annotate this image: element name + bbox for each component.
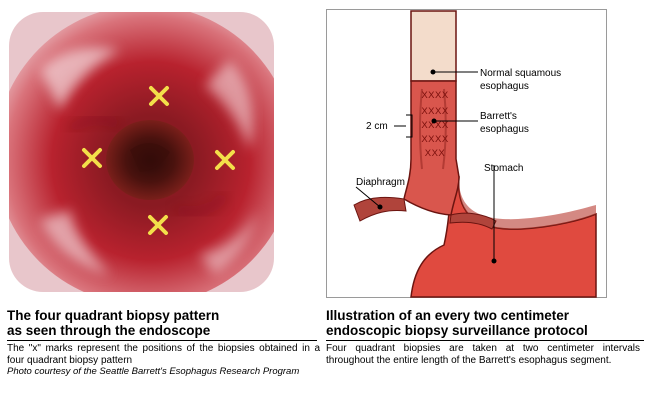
biopsy-mark-right <box>215 150 235 170</box>
right-caption-text: Four quadrant biopsies are taken at two … <box>326 343 640 366</box>
label-normal-line2: esophagus <box>480 81 529 92</box>
biopsy-mark-left <box>82 148 102 168</box>
biopsy-mark-bottom <box>148 215 168 235</box>
biopsy-row-5: XXX <box>425 148 446 159</box>
left-caption-title: The four quadrant biopsy pattern as seen… <box>7 308 317 341</box>
endoscope-photo <box>0 0 281 300</box>
label-interval: 2 cm <box>366 121 388 132</box>
normal-dot <box>430 69 436 75</box>
biopsy-row-3: XXXX <box>421 120 449 131</box>
label-barretts-line1: Barrett's <box>480 111 517 122</box>
biopsy-marks <box>82 86 235 235</box>
right-caption-title-line2: endoscopic biopsy surveillance protocol <box>326 323 588 338</box>
leader-lines <box>355 71 495 259</box>
right-caption-body: Four quadrant biopsies are taken at two … <box>326 343 640 366</box>
left-caption-text: The "x" marks represent the positions of… <box>7 343 320 366</box>
right-caption-title: Illustration of an every two centimeter … <box>326 308 644 341</box>
biopsy-row-2: XXXX <box>421 106 449 117</box>
label-diaphragm: Diaphragm <box>356 177 405 188</box>
left-caption-title-line1: The four quadrant biopsy pattern <box>7 308 220 323</box>
endoscope-photo-svg <box>9 12 274 292</box>
normal-esophagus-segment <box>410 10 457 82</box>
right-caption-title-line1: Illustration of an every two centimeter <box>326 308 570 323</box>
label-stomach: Stomach <box>484 163 523 174</box>
left-caption-title-line2: as seen through the endoscope <box>7 323 211 338</box>
barretts-dot <box>431 118 437 124</box>
diaphragm-dot <box>377 204 383 210</box>
left-caption-body: The "x" marks represent the positions of… <box>7 343 320 378</box>
diaphragm-right <box>449 212 497 230</box>
biopsy-mark-top <box>149 86 169 106</box>
label-normal-line1: Normal squamous <box>480 68 561 79</box>
stomach-dot <box>491 258 497 264</box>
biopsy-row-1: XXXX <box>421 90 449 101</box>
biopsy-row-4: XXXX <box>421 134 449 145</box>
photo-credit: Photo courtesy of the Seattle Barrett's … <box>7 366 300 377</box>
label-barretts-line2: esophagus <box>480 124 529 135</box>
